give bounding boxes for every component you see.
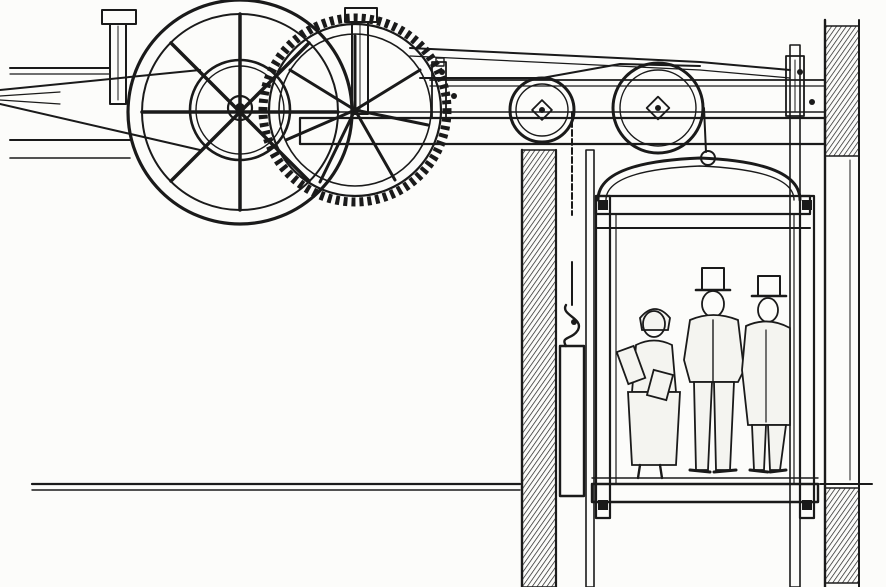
shaft-wall: [520, 148, 558, 587]
floor-line: [30, 482, 873, 491]
hoist-rope: [419, 63, 716, 216]
right-wall: [823, 18, 860, 587]
pulley-left: [508, 76, 576, 144]
flywheel: [126, 0, 354, 226]
frame-upright: [101, 7, 447, 119]
pulley-right: [611, 61, 705, 155]
rivets: [439, 69, 815, 325]
elevator-cage: [590, 156, 820, 520]
passenger-man-right: [741, 275, 791, 474]
gear-wheel: [258, 13, 452, 207]
counterweight: [558, 261, 586, 498]
passenger-man-center: [683, 267, 745, 474]
guide-rail: [585, 44, 805, 587]
drive-belt: [0, 69, 201, 151]
passenger-woman: [615, 308, 681, 480]
